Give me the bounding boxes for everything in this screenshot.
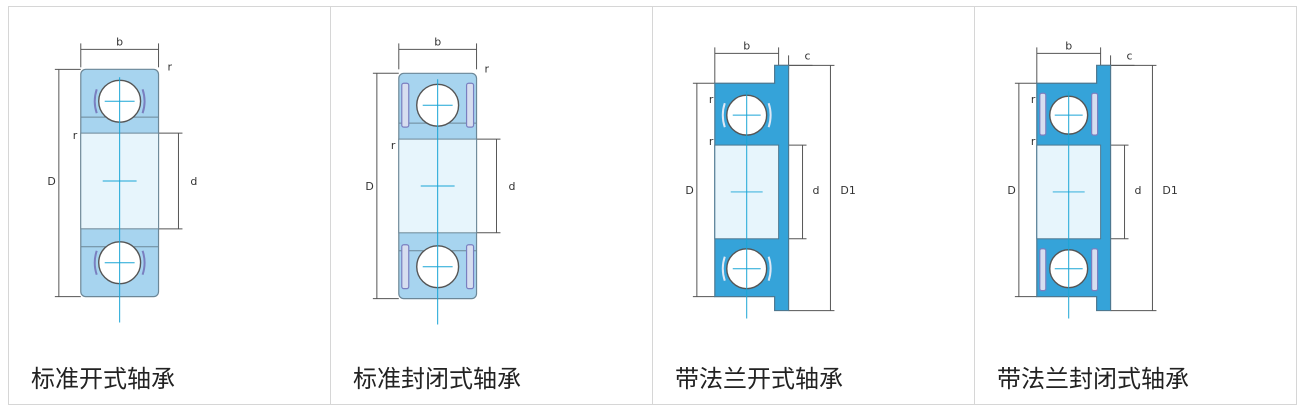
label-width: b bbox=[116, 35, 123, 48]
label-bore-dia: d bbox=[508, 180, 515, 193]
cage-bottom-right bbox=[141, 250, 146, 275]
flanged-sealed-bearing-diagram: b c r r D d D1 bbox=[1007, 39, 1178, 319]
label-chamfer: r bbox=[168, 60, 173, 73]
label-flange-thk: c bbox=[1127, 49, 1133, 62]
label-chamfer-top: r bbox=[1031, 93, 1036, 106]
seal-bottom-left bbox=[401, 244, 410, 290]
flanged-open-bearing-diagram: b c r r D d D1 bbox=[685, 39, 856, 319]
cage-bottom-right bbox=[767, 256, 772, 281]
cell-standard-open: b r r D d bbox=[9, 7, 331, 404]
label-outer-dia: D bbox=[1007, 184, 1015, 197]
label-flange-thk: c bbox=[805, 49, 811, 62]
cell-flanged-sealed: b c r r D d D1 bbox=[975, 7, 1296, 404]
label-outer-dia: D bbox=[47, 175, 55, 188]
cage-top-left bbox=[93, 88, 98, 114]
label-chamfer-inner: r bbox=[391, 139, 396, 152]
label-bore-dia: d bbox=[190, 175, 197, 188]
seal-bottom-right bbox=[465, 244, 475, 290]
seal-bottom-left bbox=[1039, 248, 1047, 292]
label-outer-dia: D bbox=[365, 180, 373, 193]
cage-top-right bbox=[767, 102, 772, 128]
cell-flanged-open: b c r r D d D1 bbox=[653, 7, 975, 404]
label-chamfer-inner: r bbox=[1031, 135, 1036, 148]
label-width: b bbox=[743, 39, 750, 52]
label-flange-dia: D1 bbox=[1162, 184, 1177, 197]
cage-bottom-left bbox=[721, 256, 726, 281]
seal-top-right bbox=[1091, 92, 1099, 136]
seal-top-left bbox=[401, 82, 410, 128]
label-width: b bbox=[434, 35, 441, 48]
label-bore-dia: d bbox=[813, 184, 820, 197]
label-flange-dia: D1 bbox=[840, 184, 855, 197]
label-chamfer: r bbox=[485, 62, 490, 75]
cage-bottom-left bbox=[93, 250, 98, 275]
caption-flanged-sealed: 带法兰封闭式轴承 bbox=[997, 365, 1189, 393]
cage-top-right bbox=[141, 88, 146, 114]
label-width: b bbox=[1065, 39, 1072, 52]
caption-standard-open: 标准开式轴承 bbox=[31, 365, 175, 393]
label-bore-dia: d bbox=[1135, 184, 1142, 197]
caption-flanged-open: 带法兰开式轴承 bbox=[675, 365, 843, 393]
caption-standard-sealed: 标准封闭式轴承 bbox=[353, 365, 521, 393]
label-chamfer-inner: r bbox=[73, 129, 78, 142]
label-chamfer-inner: r bbox=[709, 135, 714, 148]
seal-top-left bbox=[1039, 92, 1047, 136]
standard-sealed-bearing-diagram: b r r D d bbox=[365, 35, 515, 325]
label-outer-dia: D bbox=[685, 184, 693, 197]
bearing-type-table: b r r D d bbox=[8, 6, 1297, 405]
label-chamfer-top: r bbox=[709, 93, 714, 106]
seal-top-right bbox=[465, 82, 475, 128]
seal-bottom-right bbox=[1091, 248, 1099, 292]
cell-standard-sealed: b r r D d 标准封闭式轴承 bbox=[331, 7, 653, 404]
cage-top-left bbox=[721, 102, 726, 128]
standard-open-bearing-diagram: b r r D d bbox=[47, 35, 197, 323]
